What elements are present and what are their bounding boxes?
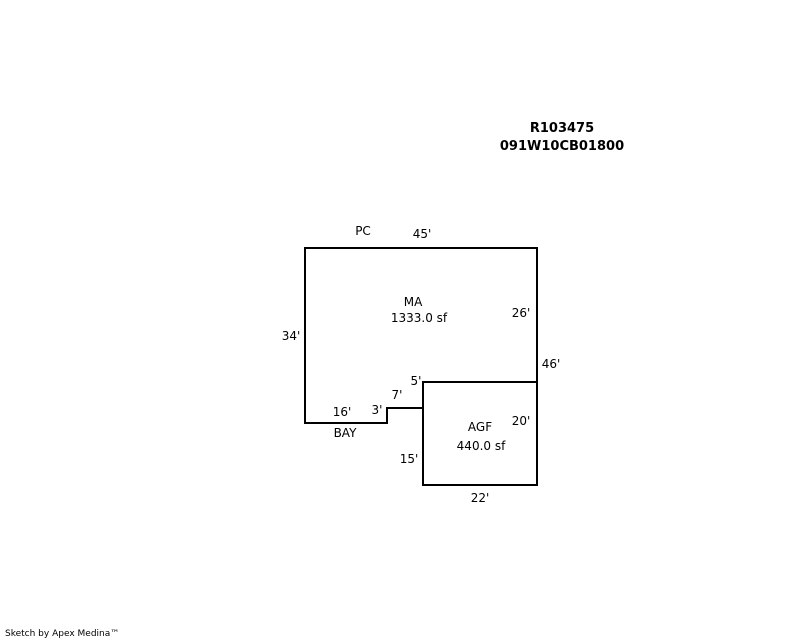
dim-agf-right: 20'	[512, 414, 531, 428]
dim-bay-step: 3'	[372, 403, 383, 417]
dim-agf-left: 15'	[400, 452, 419, 466]
dim-left: 34'	[282, 329, 301, 343]
area-ma-size: 1333.0 sf	[391, 311, 448, 325]
dim-right-total: 46'	[542, 357, 561, 371]
area-agf-code: AGF	[468, 420, 492, 434]
dim-right-upper: 26'	[512, 306, 531, 320]
label-bay: BAY	[334, 426, 358, 440]
agf-divider	[422, 381, 537, 408]
dim-top: 45'	[413, 227, 432, 241]
map-number: 091W10CB01800	[500, 139, 624, 154]
footer-credit: Sketch by Apex Medina™	[5, 629, 119, 639]
dim-agf-bottom: 22'	[471, 491, 490, 505]
dim-bay-top: 7'	[392, 388, 403, 402]
area-ma-code: MA	[404, 295, 423, 309]
dim-bay-bottom: 16'	[333, 405, 352, 419]
dim-agf-top: 5'	[411, 374, 422, 388]
parcel-id: R103475	[530, 121, 594, 136]
area-agf-size: 440.0 sf	[457, 439, 506, 453]
label-pc: PC	[355, 224, 371, 238]
